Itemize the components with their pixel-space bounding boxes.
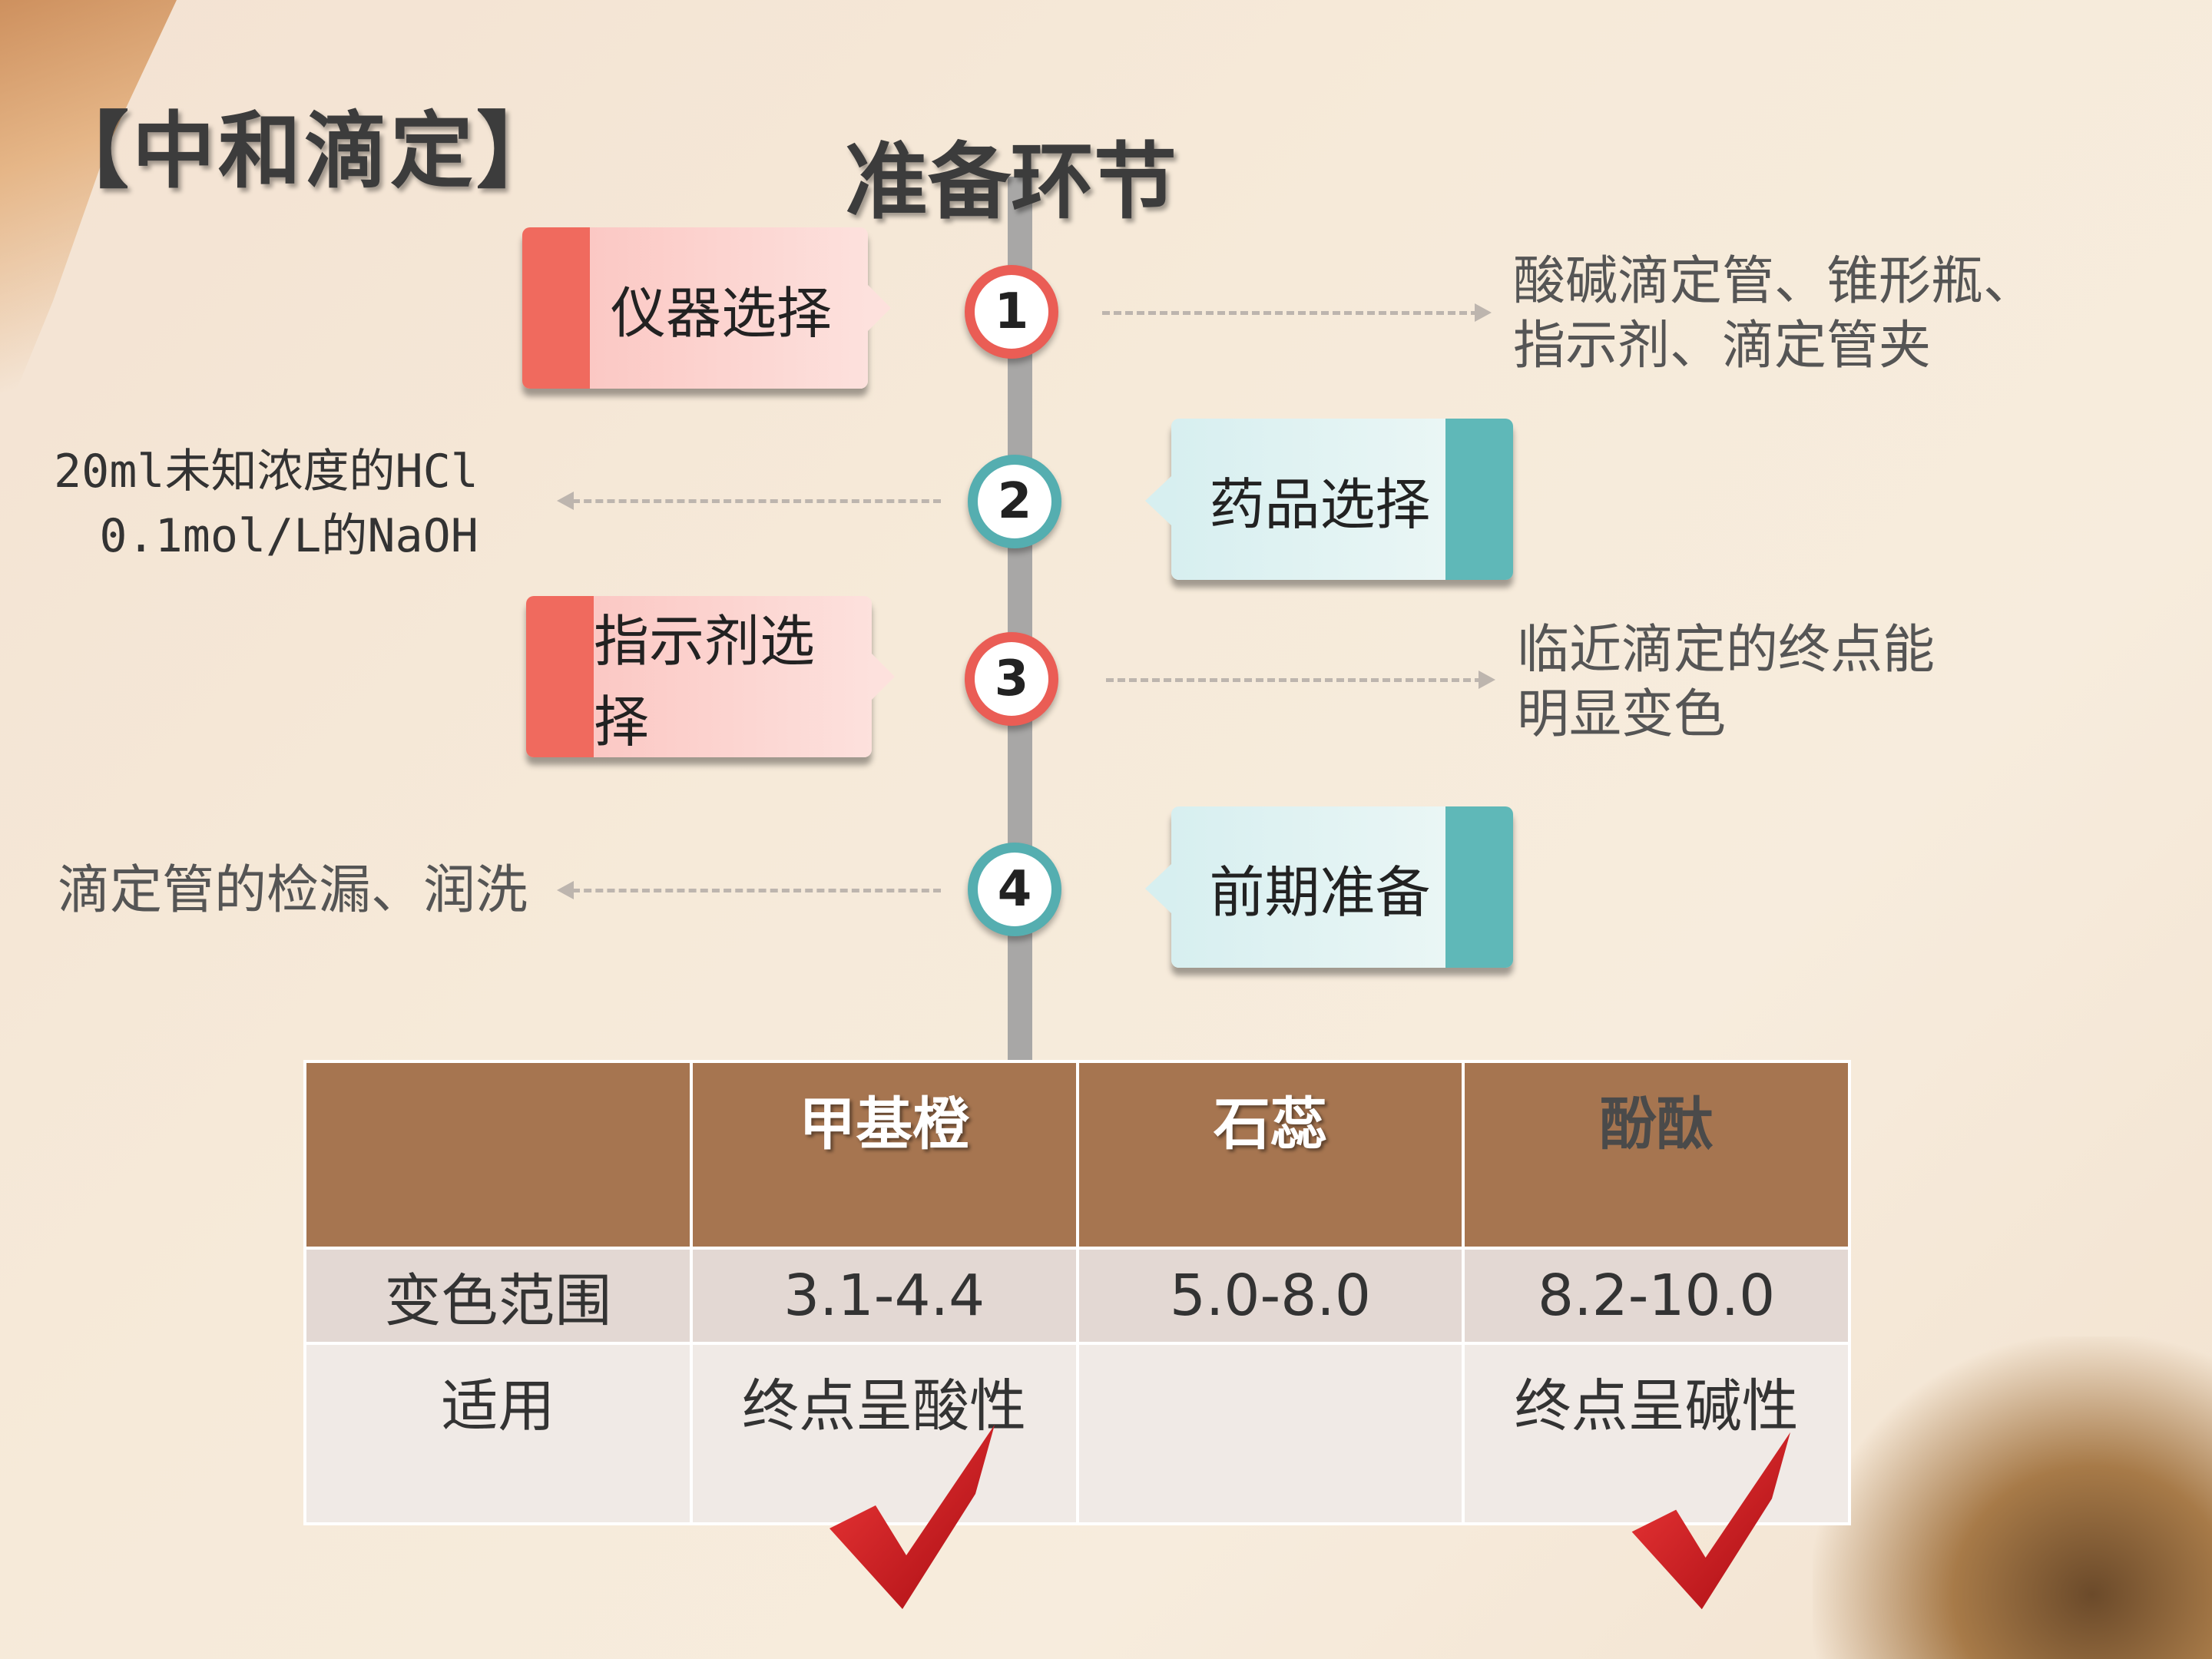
step-2-note-line-1: 20ml未知浓度的HCl [54,445,478,498]
step-3-note-line-1: 临近滴定的终点能 [1517,620,1936,680]
step-2-label: 药品选择 [1209,472,1431,537]
table-cell [1075,1342,1465,1525]
table-row: 适用 终点呈酸性 终点呈碱性 [303,1342,1851,1525]
table-cell: 8.2-10.0 [1462,1247,1851,1345]
table-header-phenolphthalein: 酚酞 [1462,1060,1851,1250]
step-3-note-line-2: 明显变色 [1517,684,1727,745]
step-1-note-line-2: 指示剂、滴定管夹 [1513,316,1932,376]
step-2-note-line-2: 0.1mol/L的NaOH [99,509,478,563]
step-2-circle: 2 [968,455,1061,548]
step-4-note: 滴定管的检漏、润洗 [58,859,528,923]
table-cell: 变色范围 [303,1247,693,1345]
table-header-litmus: 石蕊 [1075,1060,1465,1250]
step-4-label-box: 前期准备 [1145,806,1513,968]
table-cell: 适用 [303,1342,693,1525]
table-cell: 5.0-8.0 [1075,1247,1465,1345]
table-header-methyl-orange: 甲基橙 [689,1060,1079,1250]
step-1-label: 仪器选择 [610,280,832,346]
step-2-arrow [557,492,574,510]
step-1-note-line-1: 酸碱滴定管、锥形瓶、 [1513,251,2036,312]
indicator-table: 甲基橙 石蕊 酚酞 变色范围 3.1-4.4 5.0-8.0 8.2-10.0 … [303,1060,1851,1525]
step-1-arrow [1475,303,1492,322]
step-1-connector [1102,311,1479,315]
step-3-connector [1106,678,1482,682]
decorative-corner-top-left [0,0,177,430]
table-header-row: 甲基橙 石蕊 酚酞 [303,1060,1851,1250]
page-title: 【中和滴定】 [46,104,563,200]
table-row: 变色范围 3.1-4.4 5.0-8.0 8.2-10.0 [303,1247,1851,1345]
step-3-label-box: 指示剂选择 [526,596,895,757]
step-3-arrow [1479,671,1495,689]
step-3-label: 指示剂选择 [594,609,816,754]
step-3-circle: 3 [965,632,1058,726]
step-4-connector [572,889,941,892]
section-title: 准备环节 [845,134,1177,230]
step-2-note: 20ml未知浓度的HCl 0.1mol/L的NaOH [54,439,478,568]
step-1-label-box: 仪器选择 [522,227,891,389]
step-4-note-line-1: 滴定管的检漏、润洗 [58,860,528,921]
step-2-label-box: 药品选择 [1145,419,1513,580]
step-3-note: 临近滴定的终点能 明显变色 [1517,618,1935,747]
step-1-circle: 1 [965,265,1058,359]
step-2-connector [572,499,941,503]
step-4-label: 前期准备 [1209,859,1431,925]
table-header-empty [303,1060,693,1250]
step-4-arrow [557,881,574,899]
step-1-note: 酸碱滴定管、锥形瓶、 指示剂、滴定管夹 [1513,250,2035,379]
step-4-circle: 4 [968,843,1061,936]
decorative-dandelion-bottom-right [1813,1336,2212,1659]
table-cell: 终点呈碱性 [1462,1342,1851,1525]
check-mark-icon [1631,1432,1790,1610]
check-mark-icon [830,1425,995,1609]
table-cell: 3.1-4.4 [689,1247,1079,1345]
